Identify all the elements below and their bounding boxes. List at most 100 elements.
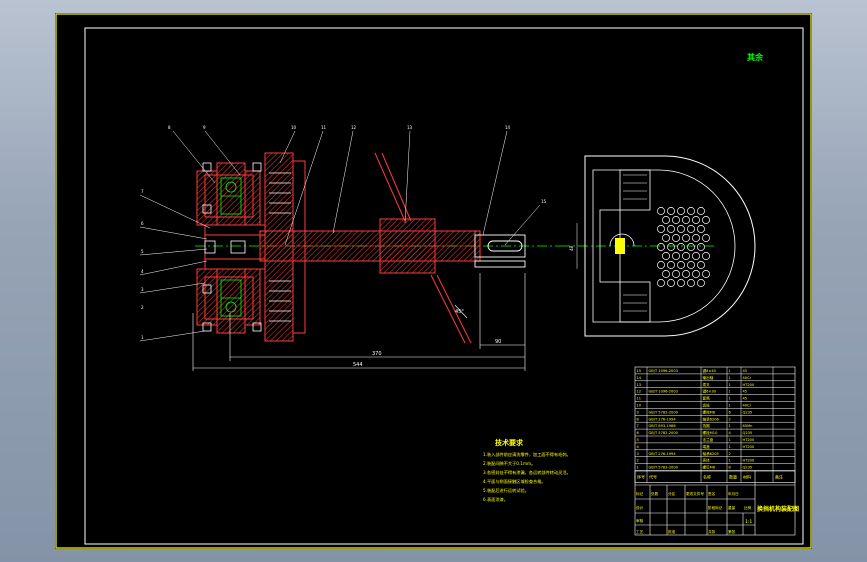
- hole: [702, 252, 710, 260]
- title-block-labels: 标记 处数 分区 更改文件号 签名 年月日 设计 审核 工艺 批准 阶段标记 重…: [636, 491, 752, 534]
- shift-fork: [374, 152, 472, 344]
- tech-req-title: 技术要求: [495, 438, 524, 447]
- table-cell: 11: [637, 397, 642, 401]
- tech-req-line: 5.装配后进行运转试验。: [483, 487, 529, 494]
- table-cell: 14: [637, 376, 642, 380]
- table-cell: GB/T 5782-2000: [649, 431, 679, 435]
- table-cell: 45: [743, 397, 748, 401]
- table-cell: 1: [729, 438, 731, 442]
- table-cell: 8: [729, 466, 732, 470]
- hole: [687, 279, 695, 287]
- hole: [692, 216, 700, 224]
- tb-label: 第张: [728, 529, 736, 534]
- hole: [662, 216, 670, 224]
- table-cell: HT200: [743, 438, 755, 442]
- outer-border: [55, 13, 812, 549]
- hole: [672, 270, 680, 278]
- tb-label: 签名: [708, 491, 716, 496]
- balloon: 3: [141, 287, 144, 292]
- tb-label: 共张: [708, 529, 716, 534]
- hole: [667, 243, 675, 251]
- table-cell: 5: [637, 438, 639, 442]
- table-cell: HT200: [743, 459, 755, 463]
- hole: [667, 261, 675, 269]
- table-cell: 40Cr: [743, 376, 752, 380]
- balloon: 11: [321, 125, 327, 130]
- side-view: 48: [560, 155, 756, 337]
- drawing-sheet: 其余: [55, 13, 812, 549]
- balloon: 1: [141, 335, 144, 340]
- hole: [677, 261, 685, 269]
- output-shaft: [474, 234, 526, 268]
- hole: [692, 234, 700, 242]
- table-cell: 键8×40: [703, 368, 717, 373]
- hole: [682, 216, 690, 224]
- hole: [702, 270, 710, 278]
- technical-requirements: 技术要求 1.装入部件前应清洗零件，加工面不得有毛刺。 2.装配间隙不大于0.1…: [483, 438, 571, 503]
- hole: [672, 252, 680, 260]
- table-cell: 45: [743, 369, 748, 373]
- tb-label: 设计: [636, 505, 644, 510]
- table-cell: 1: [729, 390, 731, 394]
- title-block: [634, 470, 796, 536]
- tb-label: 阶段标记: [708, 505, 723, 510]
- hole: [677, 279, 685, 287]
- table-cell: 7: [637, 424, 639, 428]
- table-cell: 2: [729, 452, 731, 456]
- table-cell: 2: [637, 459, 639, 463]
- table-cell: 40Cr: [743, 404, 752, 408]
- hole: [702, 216, 710, 224]
- dim-angle: 45°: [455, 309, 464, 315]
- hole: [687, 243, 695, 251]
- bearings: [220, 177, 242, 317]
- hole: [697, 225, 705, 233]
- table-cell: GB/T 1096-2003: [649, 369, 678, 373]
- table-cell: 6: [729, 410, 732, 414]
- hole: [692, 270, 700, 278]
- table-cell: Q235: [743, 466, 753, 470]
- hole: [682, 252, 690, 260]
- tech-req-line: 3.各密封处不得有渗漏，各运转部件转动灵活。: [483, 469, 571, 476]
- balloon: 2: [141, 305, 144, 310]
- table-cell: 螺栓M8: [703, 409, 716, 414]
- table-cell: GB/T 893-1986: [649, 424, 677, 428]
- hole: [697, 261, 705, 269]
- balloon: 10: [291, 125, 297, 130]
- table-cell: 1: [729, 369, 731, 373]
- tb-label: 重量: [728, 505, 736, 510]
- table-header-cell: 名称: [703, 474, 711, 480]
- table-cell: 壳体: [703, 458, 711, 463]
- table-cell: 法兰盘: [703, 437, 714, 442]
- hole: [657, 261, 665, 269]
- table-cell: 螺钉M6: [703, 465, 716, 470]
- balloon: 8: [168, 125, 171, 130]
- tb-label: 工艺: [636, 529, 644, 534]
- tb-label: 处数: [651, 491, 659, 496]
- hole: [667, 225, 675, 233]
- parts-table-frame: [634, 366, 796, 483]
- table-header-cell: 序号: [637, 474, 645, 480]
- table-cell: 轴承6205: [703, 451, 719, 456]
- tb-label: 比例: [744, 505, 752, 510]
- table-cell: 1: [729, 445, 731, 449]
- tb-label: 审核: [636, 518, 644, 523]
- table-cell: 4: [729, 431, 732, 435]
- table-cell: GB/T 5782-2000: [649, 410, 679, 414]
- table-cell: 65Mn: [743, 424, 753, 428]
- hole: [697, 207, 705, 215]
- hole: [662, 252, 670, 260]
- tech-req-line: 6.表面涂漆。: [483, 496, 508, 503]
- balloon: 7: [141, 189, 144, 194]
- table-cell: 1: [637, 466, 639, 470]
- hole: [672, 216, 680, 224]
- table-cell: 挡圈: [703, 423, 711, 428]
- balloon: 9: [203, 125, 206, 130]
- table-cell: 轴承6206: [703, 416, 720, 421]
- tech-req-line: 2.装配间隙不大于0.1mm。: [483, 460, 535, 467]
- table-cell: HT200: [743, 445, 755, 449]
- table-header-cell: 备注: [775, 474, 783, 480]
- hole: [662, 270, 670, 278]
- balloon: 15: [541, 199, 547, 204]
- table-cell: GB/T 276-1994: [649, 452, 677, 456]
